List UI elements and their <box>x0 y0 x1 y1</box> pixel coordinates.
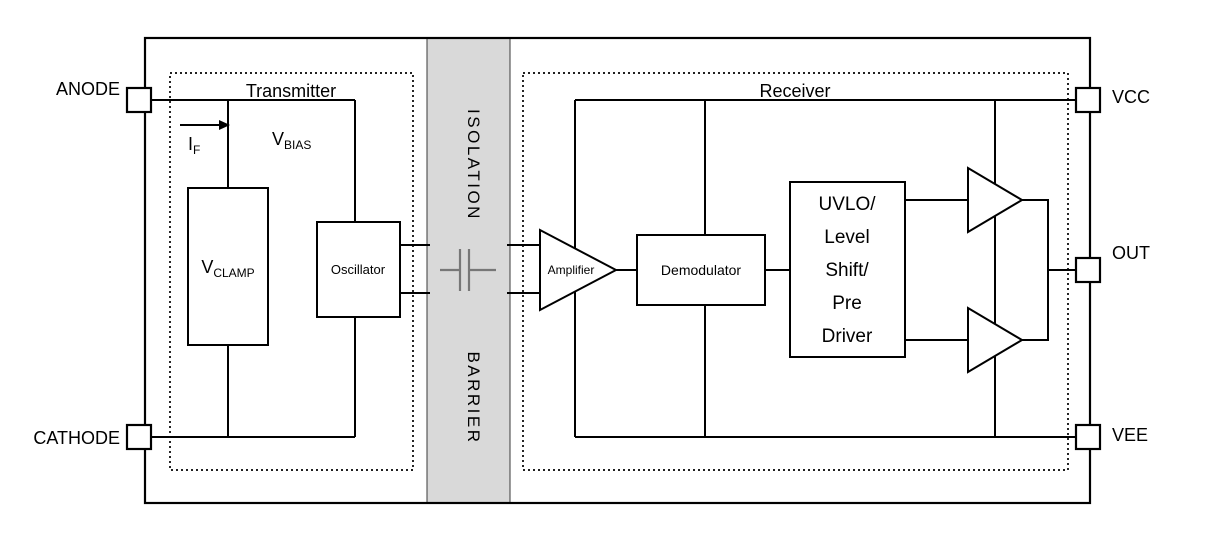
receiver-box <box>522 72 1069 471</box>
uvlo-line: UVLO/ <box>818 194 876 215</box>
vclamp-block <box>187 187 269 346</box>
pin-label-vcc: VCC <box>1112 87 1150 107</box>
pin-label-vee: VEE <box>1112 425 1148 445</box>
uvlo-line: Level <box>824 227 869 248</box>
vclamp-main: V <box>201 257 213 277</box>
pin-anode <box>125 86 153 114</box>
wiring <box>151 99 1076 438</box>
driver-buffer-bottom-symbol <box>967 306 1024 374</box>
uvlo-label: UVLO/ Level Shift/ Pre Driver <box>818 194 876 347</box>
vbias-label: VBIAS <box>272 129 311 152</box>
capacitor-symbol <box>440 249 496 291</box>
pin-label-out: OUT <box>1112 243 1150 263</box>
vclamp-label: VCLAMP <box>201 257 254 280</box>
arrow-head <box>219 120 230 130</box>
vbias-sub: BIAS <box>284 138 311 152</box>
pin-out <box>1074 256 1102 284</box>
pin-cathode <box>125 423 153 451</box>
receiver-title: Receiver <box>759 81 830 101</box>
if-sub: F <box>193 143 200 157</box>
if-label: IF <box>188 134 200 157</box>
driver-buffer-top-symbol <box>967 166 1024 234</box>
current-flow-arrow-icon <box>180 120 230 130</box>
uvlo-line: Pre <box>832 293 862 314</box>
transmitter-box <box>169 72 414 471</box>
amplifier-symbol <box>539 228 619 312</box>
uvlo-block <box>789 181 906 358</box>
oscillator-block <box>316 221 401 318</box>
uvlo-line: Shift/ <box>825 260 869 281</box>
if-main: I <box>188 134 193 154</box>
uvlo-line: Driver <box>822 326 873 347</box>
pin-label-cathode: CATHODE <box>33 428 120 448</box>
barrier-label: BARRIER <box>464 351 483 444</box>
vbias-main: V <box>272 129 284 149</box>
pin-vcc <box>1074 86 1102 114</box>
transmitter-title: Transmitter <box>246 81 336 101</box>
oscillator-label: Oscillator <box>331 262 386 277</box>
pin-label-anode: ANODE <box>56 79 120 99</box>
demodulator-block <box>636 234 766 306</box>
pin-vee <box>1074 423 1102 451</box>
amplifier-label: Amplifier <box>548 263 595 277</box>
demodulator-label: Demodulator <box>661 262 741 278</box>
vclamp-sub: CLAMP <box>213 266 254 280</box>
isolation-label: ISOLATION <box>464 109 483 221</box>
